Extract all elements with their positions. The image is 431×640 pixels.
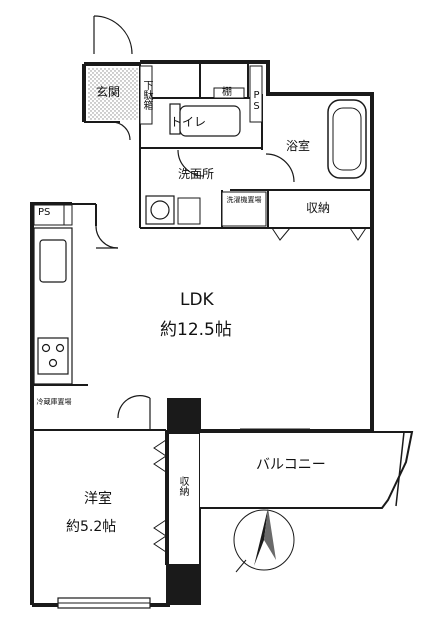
storage-western-label: 収納 [177,476,188,496]
western-room-area: 約5.2帖 [66,519,117,535]
entrance-label: 玄関 [96,85,121,99]
toilet-bowl [179,105,241,137]
closet-doors-main-2 [349,227,367,241]
washbasin-bowl [150,200,170,220]
structural-column [167,398,201,433]
shoe-cabinet [139,65,153,125]
washer-place [221,191,267,227]
kitchen-sink [39,239,67,283]
balcony-label: バルコニー [256,457,326,473]
bathtub-inner [332,107,362,171]
compass-icon [233,508,295,573]
bath-label: 浴室 [286,139,311,153]
laundry-box [177,197,201,225]
door-swings [93,15,295,430]
ldk-name: LDK [180,290,214,310]
ps-lower-label: PS [38,207,51,218]
stove-icon [37,337,69,375]
washroom-label: 洗面所 [178,167,215,181]
storage-main-label: 収納 [306,201,331,215]
shoe-storage-label: 下駄箱 [141,80,152,110]
western-closet [167,432,201,566]
structural-column-lower [167,564,201,605]
bathtub [327,99,367,179]
balcony-rail [395,431,405,507]
closet-doors-main [271,227,291,241]
ps-upper-label: PS [251,90,262,112]
entrance-floor [88,68,138,120]
western-room-name: 洋室 [84,491,112,507]
washer-place-label: 洗濯機置場 [226,196,262,204]
closet-doors-western [153,439,167,473]
shelf-label: 棚 [222,87,232,98]
ps-box-upper [249,65,263,123]
ps-box-lower-small [63,204,73,226]
closet-doors-western-2 [153,519,167,553]
balcony-outline [200,431,414,509]
shelf-box [213,87,245,99]
ldk-area: 約12.5帖 [160,320,232,340]
toilet-label: トイレ [170,115,207,129]
washbasin [145,195,175,225]
fridge-place-label: 冷蔵庫置場 [36,398,72,406]
